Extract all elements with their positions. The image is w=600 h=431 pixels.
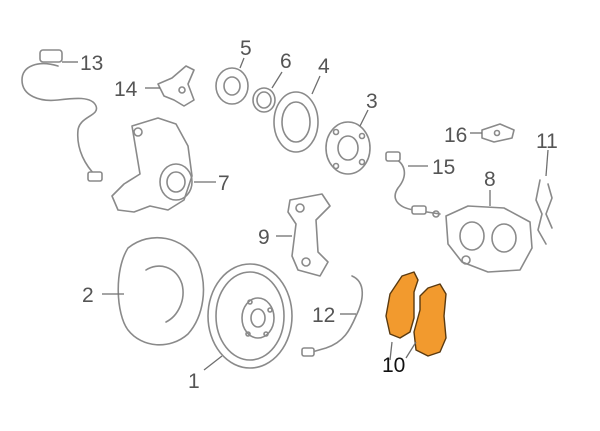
callout-4: 4 <box>318 55 330 78</box>
part-12-wear-sensor: 12 <box>301 275 364 357</box>
callout-14: 14 <box>114 78 138 101</box>
callout-16: 16 <box>444 124 467 147</box>
callout-6: 6 <box>280 50 292 73</box>
callout-7: 7 <box>218 172 230 195</box>
part-11-spring: 11 <box>535 130 558 245</box>
part-8-caliper: 8 <box>445 168 533 273</box>
part-10-brake-pads: 10 <box>382 271 447 377</box>
part-4-shield-ring: 4 <box>273 55 330 153</box>
callout-12: 12 <box>312 304 335 327</box>
part-15-brake-hose: 15 <box>385 151 455 218</box>
part-16-clip: 16 <box>444 123 515 147</box>
callout-15: 15 <box>432 156 455 179</box>
callout-2: 2 <box>82 284 94 307</box>
callout-1: 1 <box>188 370 200 393</box>
part-7-knuckle: 7 <box>111 117 230 213</box>
part-5-bearing: 5 <box>215 37 252 105</box>
part-9-carrier: 9 <box>258 193 331 277</box>
part-6-snap-ring: 6 <box>252 50 292 113</box>
callout-8: 8 <box>484 168 496 191</box>
callout-3: 3 <box>366 90 378 113</box>
part-13-speed-sensor: 13 <box>21 49 103 182</box>
callout-10: 10 <box>382 354 405 377</box>
callout-9: 9 <box>258 226 270 249</box>
part-1-rotor: 1 <box>188 263 293 393</box>
brake-pad-outer[interactable] <box>413 283 447 357</box>
callout-13: 13 <box>80 52 103 75</box>
callout-5: 5 <box>240 37 252 60</box>
brake-pad-inner[interactable] <box>385 271 419 339</box>
part-3-hub: 3 <box>325 90 378 175</box>
callout-11: 11 <box>536 130 558 153</box>
part-2-splash-shield: 2 <box>82 236 205 346</box>
part-14-bracket: 14 <box>114 65 195 107</box>
